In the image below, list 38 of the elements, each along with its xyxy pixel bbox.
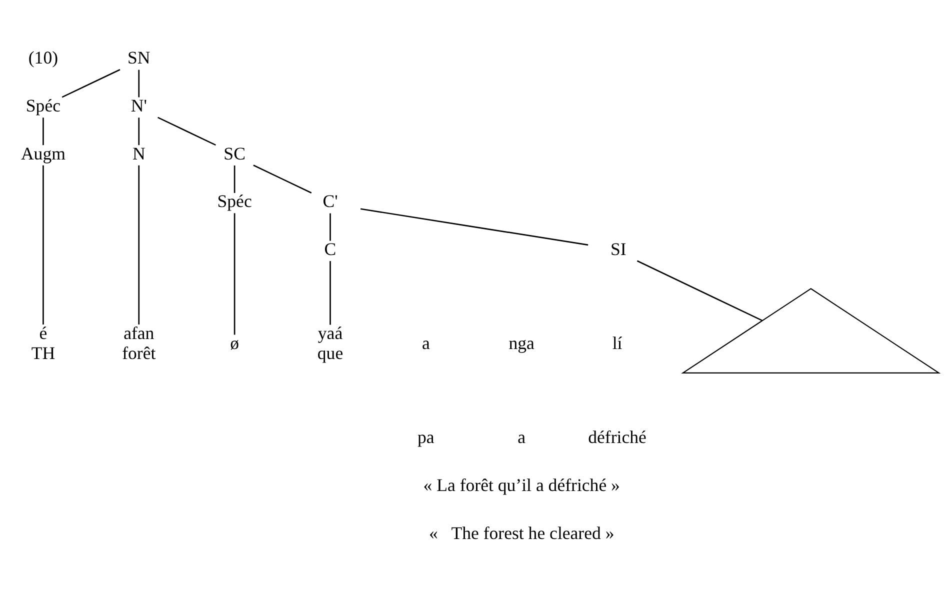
node-text: N' xyxy=(130,95,147,116)
node-text: é TH xyxy=(31,322,56,363)
connector xyxy=(234,212,236,334)
label: défriché xyxy=(588,426,646,447)
connector xyxy=(138,117,140,145)
label: « The forest he cleared » xyxy=(428,522,614,542)
node-text: Spéc xyxy=(217,190,252,211)
connector xyxy=(330,212,331,240)
connector xyxy=(253,164,312,193)
connector xyxy=(62,68,120,98)
connector xyxy=(234,165,236,192)
connector xyxy=(138,69,140,97)
connector xyxy=(42,164,44,324)
label: pa xyxy=(418,426,434,447)
node-text: SN xyxy=(128,47,150,68)
node-text: SI xyxy=(610,238,626,259)
node-text: Spéc xyxy=(26,95,61,116)
connector xyxy=(636,260,762,321)
node-text: SC xyxy=(224,142,246,163)
node-text: ø xyxy=(230,332,240,353)
node-text: C xyxy=(324,238,336,259)
node-triangle xyxy=(681,287,941,373)
connector xyxy=(158,116,216,146)
label: « La forêt qu’il a défriché » xyxy=(423,474,620,494)
node-text: N xyxy=(132,142,146,163)
connector xyxy=(138,164,140,324)
connector xyxy=(42,117,44,145)
node-text: C' xyxy=(322,190,338,211)
node-text: yaá que xyxy=(317,322,344,363)
label: nga xyxy=(508,332,534,353)
label: lí xyxy=(612,332,622,353)
label: a xyxy=(422,332,430,353)
connector xyxy=(360,208,588,246)
connector xyxy=(330,260,331,324)
node-text: afan forêt xyxy=(122,322,156,363)
label: a xyxy=(518,426,526,447)
label: (10) xyxy=(28,47,58,68)
node-text: Augm xyxy=(20,142,66,163)
